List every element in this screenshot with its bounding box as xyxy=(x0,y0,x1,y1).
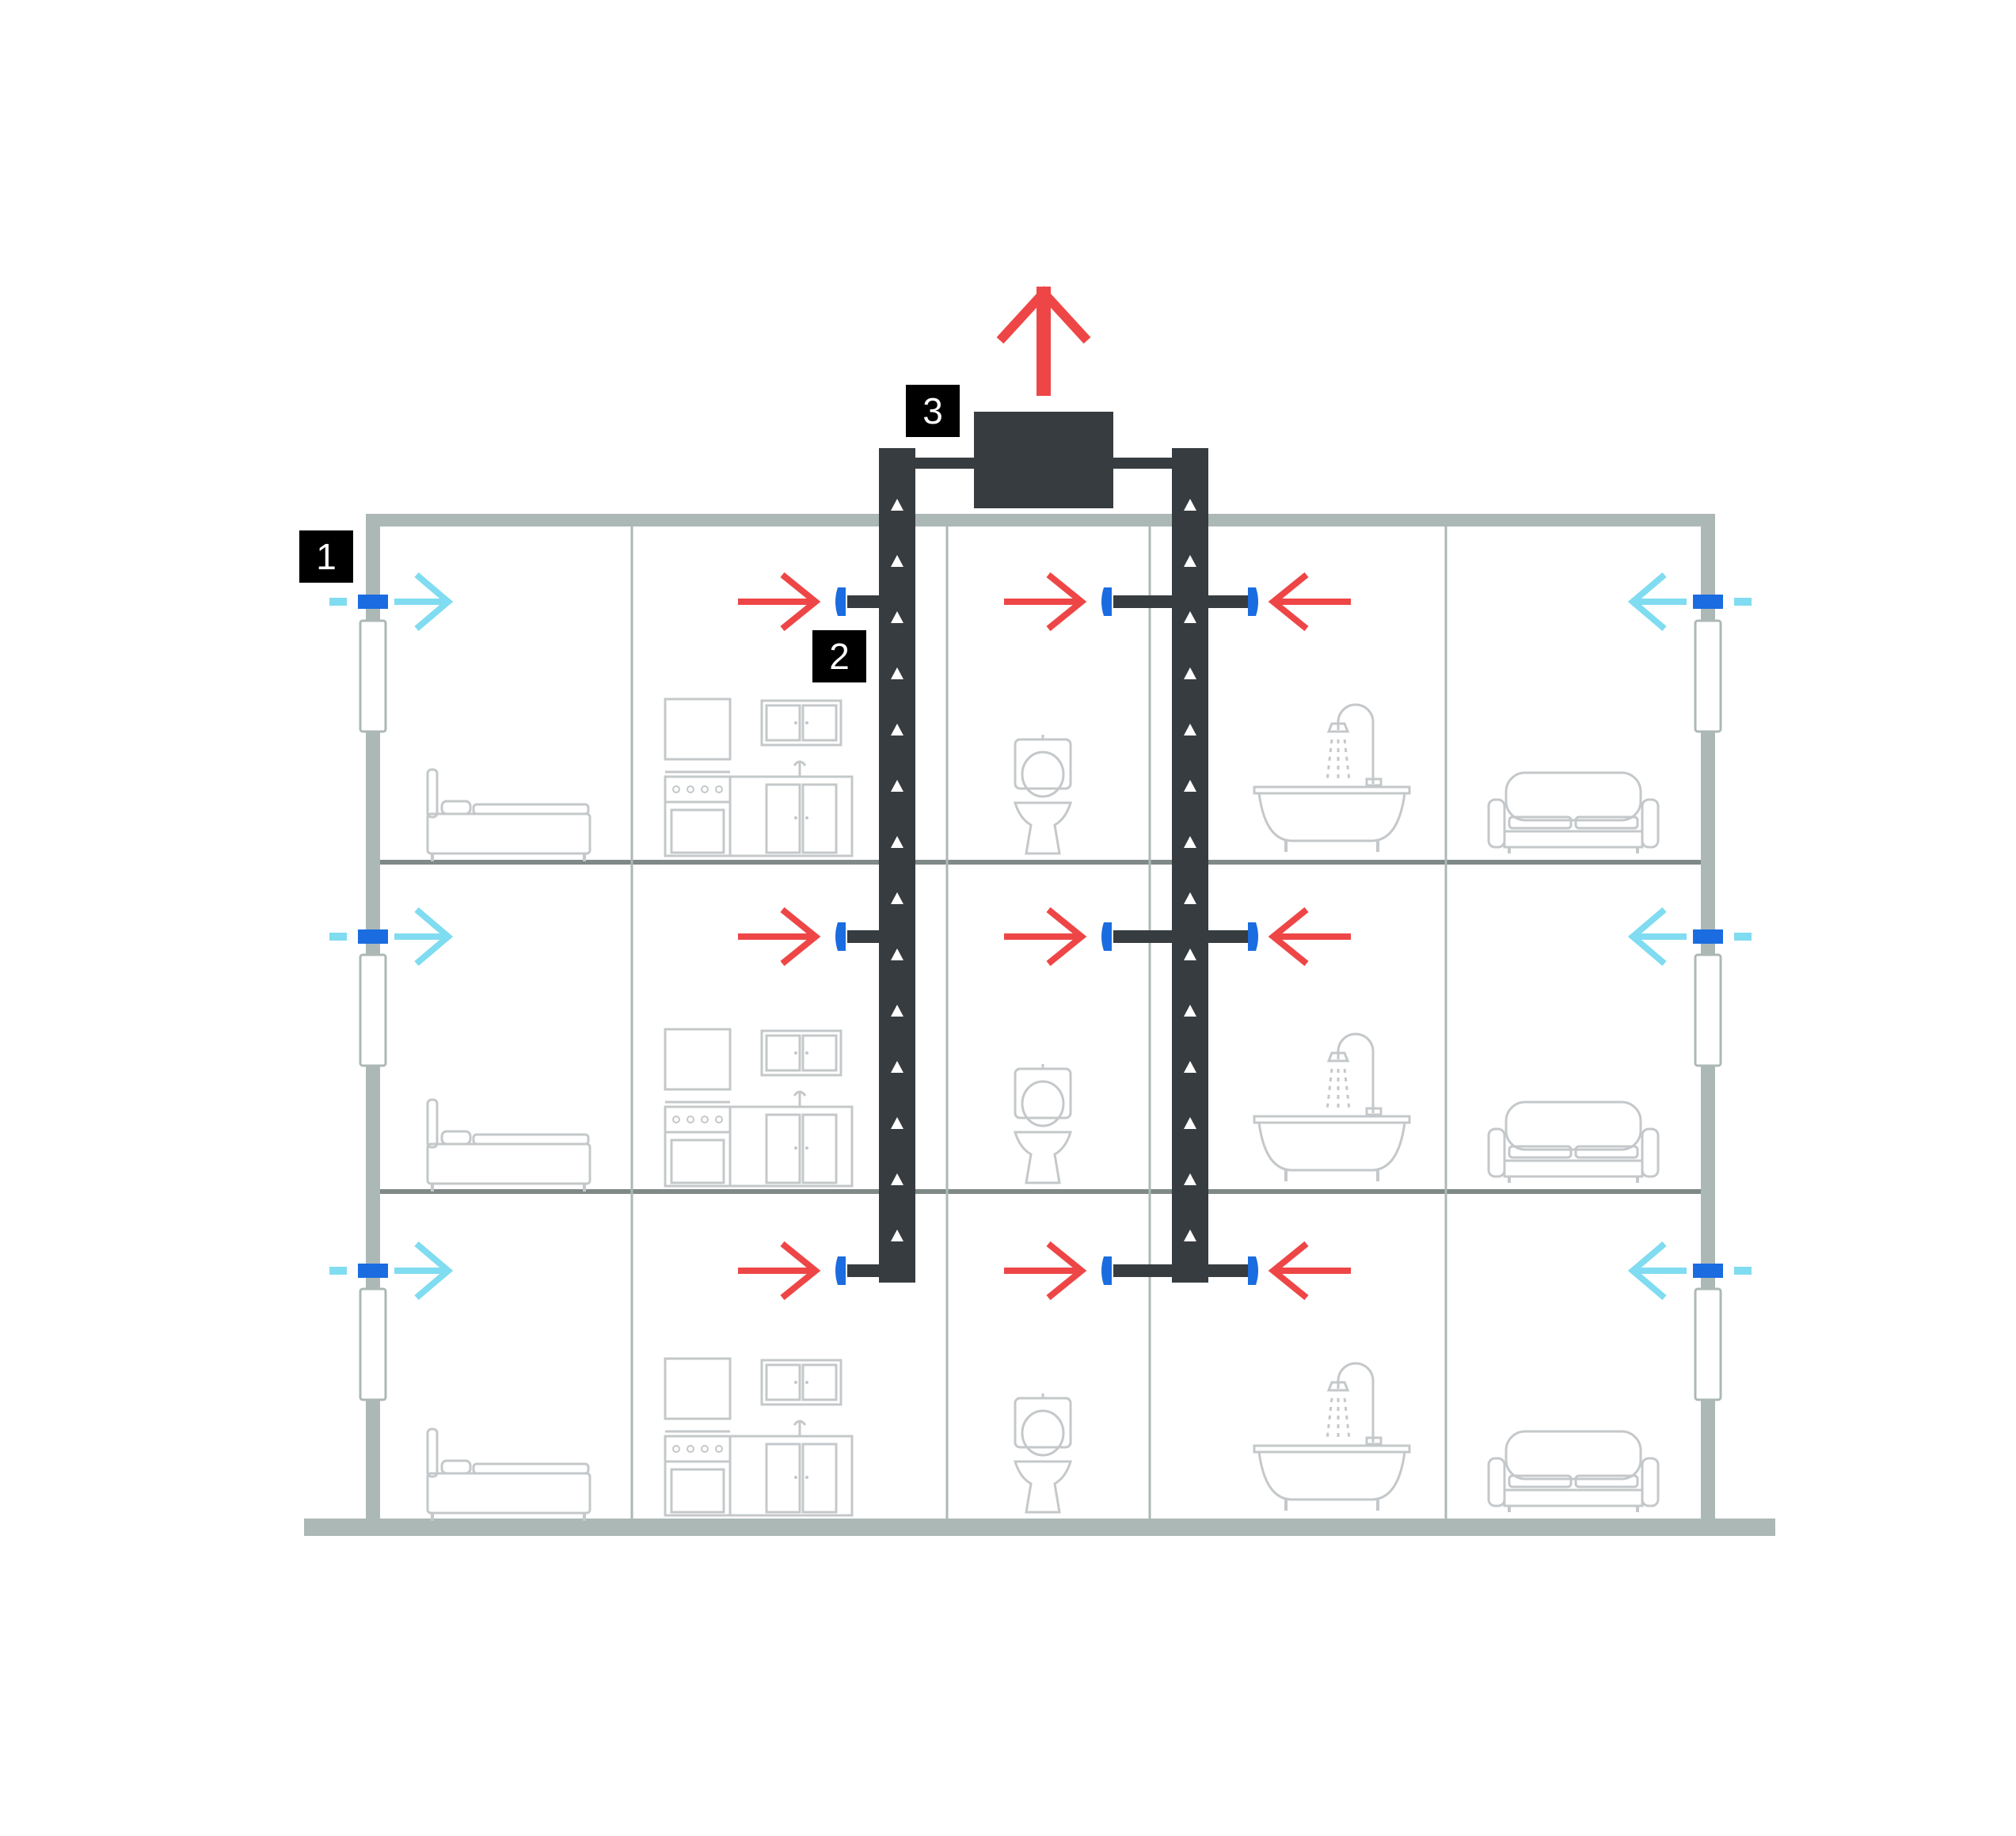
kitchen-icon xyxy=(664,1028,854,1188)
callout-2: 2 xyxy=(812,630,866,682)
building-structure xyxy=(304,514,1775,1536)
kitchen-icon xyxy=(664,698,854,857)
arrow-right-icon xyxy=(329,575,448,629)
bed-icon xyxy=(426,768,591,863)
bed-icon xyxy=(426,1427,591,1522)
sofa-icon xyxy=(1487,1430,1660,1514)
arrow-left-icon xyxy=(1633,1244,1752,1298)
bathtub-icon xyxy=(1253,1032,1411,1183)
arrow-right-icon xyxy=(1004,910,1082,964)
bathtub-icon xyxy=(1253,703,1411,853)
arrow-left-icon xyxy=(1273,1244,1351,1298)
bed-icon xyxy=(426,1098,591,1193)
callout-1: 1 xyxy=(299,530,353,583)
exhaust-fan-unit xyxy=(974,412,1113,508)
arrow-left-icon xyxy=(1633,575,1752,629)
floor-1-rooms xyxy=(426,1357,1660,1522)
arrow-left-icon xyxy=(1633,910,1752,964)
floor-2-rooms xyxy=(426,1028,1660,1193)
arrow-left-icon xyxy=(1273,575,1351,629)
arrow-up-icon xyxy=(996,286,1091,396)
kitchen-icon xyxy=(664,1357,854,1517)
arrow-right-icon xyxy=(329,1244,448,1298)
floor-3-rooms xyxy=(426,698,1660,863)
arrow-right-icon xyxy=(329,910,448,964)
bathtub-icon xyxy=(1253,1362,1411,1512)
arrow-right-icon xyxy=(738,1244,816,1298)
arrow-right-icon xyxy=(1004,575,1082,629)
duct-system xyxy=(835,412,1258,1285)
furniture xyxy=(426,698,1660,1522)
arrow-left-icon xyxy=(1273,910,1351,964)
callout-3: 3 xyxy=(906,385,960,437)
sofa-icon xyxy=(1487,771,1660,855)
arrow-right-icon xyxy=(738,910,816,964)
callout-label: 1 xyxy=(316,536,337,577)
arrow-right-icon xyxy=(1004,1244,1082,1298)
arrow-right-icon xyxy=(738,575,816,629)
toilet-icon xyxy=(1014,733,1072,855)
callout-label: 2 xyxy=(829,636,850,677)
sofa-icon xyxy=(1487,1100,1660,1184)
toilet-icon xyxy=(1014,1392,1072,1514)
callout-label: 3 xyxy=(922,390,943,431)
toilet-icon xyxy=(1014,1062,1072,1184)
windows xyxy=(359,619,1722,1401)
